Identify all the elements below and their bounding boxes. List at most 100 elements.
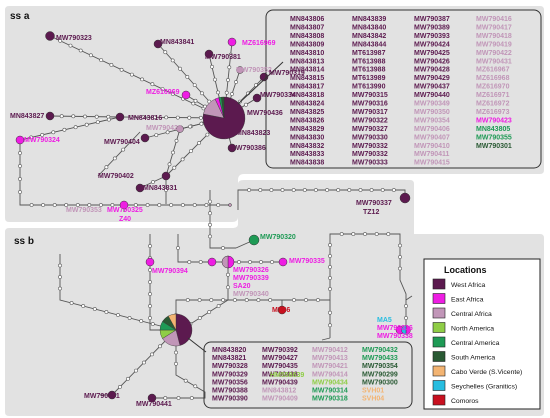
mutation-step — [213, 77, 217, 82]
network-edge — [59, 254, 177, 331]
mutation-steps — [18, 38, 408, 400]
pie-slice — [221, 96, 225, 119]
mutation-step — [208, 234, 212, 239]
accession-label: MW790423 — [476, 117, 512, 124]
mutation-step — [380, 188, 385, 192]
accession-label: MW790350 — [414, 109, 450, 116]
mutation-step — [304, 298, 308, 302]
legend-swatch — [432, 293, 446, 304]
haplotype-node — [252, 93, 262, 103]
accession-label: MZ616973 — [476, 109, 510, 116]
node-label: MN843841 — [160, 39, 194, 46]
mutation-step — [291, 188, 296, 192]
mutation-step — [226, 78, 230, 82]
mutation-step — [129, 115, 134, 120]
pie-slice — [221, 255, 229, 269]
accession-label: MW790349 — [414, 101, 450, 108]
node-label: MW790420 — [146, 125, 182, 132]
mutation-step — [129, 138, 134, 143]
accession-label: MW790435 — [262, 363, 298, 370]
mutation-step — [207, 310, 212, 314]
accession-label: MW790427 — [262, 355, 298, 362]
mutation-step — [89, 53, 93, 58]
mutation-step — [328, 243, 332, 247]
mutation-step — [188, 149, 193, 154]
accession-label: MW790388 — [212, 388, 248, 395]
mutation-step — [386, 232, 391, 236]
accession-label: MN843826 — [290, 117, 324, 124]
haplotype-node — [227, 143, 237, 153]
mutation-step — [110, 203, 115, 207]
mutation-step — [126, 376, 130, 381]
accession-label: MW790432 — [362, 347, 398, 354]
accession-label: MW790415 — [414, 160, 450, 167]
accession-label: MN843805 — [476, 126, 510, 133]
mutation-step — [104, 310, 109, 314]
accession-label: MN843842 — [352, 33, 386, 40]
accession-label: MW790387 — [414, 16, 450, 23]
node-label: TZ12 — [363, 209, 379, 216]
accession-label-hm558639: HM558639 — [270, 372, 304, 379]
accession-label: MW790416 — [476, 16, 512, 23]
network-edge — [209, 190, 236, 249]
mutation-step — [121, 147, 126, 152]
accession-label: MN843844 — [352, 41, 386, 48]
node-label: MN843816 — [128, 115, 162, 122]
mutation-step — [193, 98, 198, 103]
haplotype-node — [228, 203, 232, 207]
legend-label: Seychelles (Granitics) — [451, 384, 517, 391]
mutation-step — [221, 246, 225, 250]
haplotype-node — [248, 234, 260, 246]
accession-label: MN843813 — [290, 58, 324, 65]
mutation-step — [363, 232, 367, 236]
haplotype-node — [207, 257, 217, 267]
node-label: MW790404 — [104, 139, 140, 146]
mutation-step — [258, 188, 263, 192]
mutation-step — [169, 203, 174, 207]
mutation-step — [404, 316, 408, 320]
node-label: MY46 — [272, 307, 290, 314]
callout-line-b — [187, 337, 207, 353]
accession-label: MN843829 — [290, 126, 324, 133]
legend-swatch — [432, 365, 446, 377]
accession-label: MW790322 — [352, 117, 388, 124]
mutation-step — [339, 232, 344, 236]
node-label: MW790353 — [66, 207, 102, 214]
mutation-step — [59, 114, 64, 119]
node-label: MW790441 — [136, 401, 172, 408]
haplotype-node — [161, 171, 171, 181]
accession-label: MW790356 — [212, 379, 248, 386]
accession-label: MW790329 — [212, 371, 248, 378]
mutation-step — [172, 165, 177, 170]
mutation-step — [133, 203, 138, 207]
node-label: MW790323 — [56, 35, 92, 42]
mutation-step — [187, 260, 192, 264]
accession-label: MN843817 — [290, 84, 324, 91]
mutation-step — [139, 319, 144, 323]
mutation-step — [148, 304, 152, 308]
accession-label: MN843840 — [352, 24, 386, 31]
mutation-step — [141, 115, 146, 120]
accession-label: MN843807 — [290, 24, 324, 31]
mutation-step — [109, 63, 114, 67]
accession-label: MN843815 — [290, 75, 324, 82]
haplotype-node — [145, 257, 155, 267]
mutation-step — [183, 378, 188, 383]
mutation-step — [18, 151, 22, 155]
node-label: MW790338 — [377, 333, 413, 340]
mutation-step — [62, 127, 67, 132]
haplotype-node — [15, 135, 25, 145]
node-label: MW790337 — [356, 200, 392, 207]
mutation-step — [216, 90, 220, 95]
mutation-step — [228, 52, 233, 57]
accession-label: MW790316 — [352, 101, 388, 108]
mutation-step — [99, 203, 103, 207]
mutation-step — [197, 140, 202, 145]
mutation-step — [180, 157, 185, 162]
network-edge — [152, 330, 206, 399]
mutation-step — [316, 298, 320, 302]
haplotype-node — [176, 125, 184, 133]
accession-label: MW790389 — [414, 24, 450, 31]
mutation-step — [58, 38, 63, 43]
mutation-step — [68, 43, 73, 48]
